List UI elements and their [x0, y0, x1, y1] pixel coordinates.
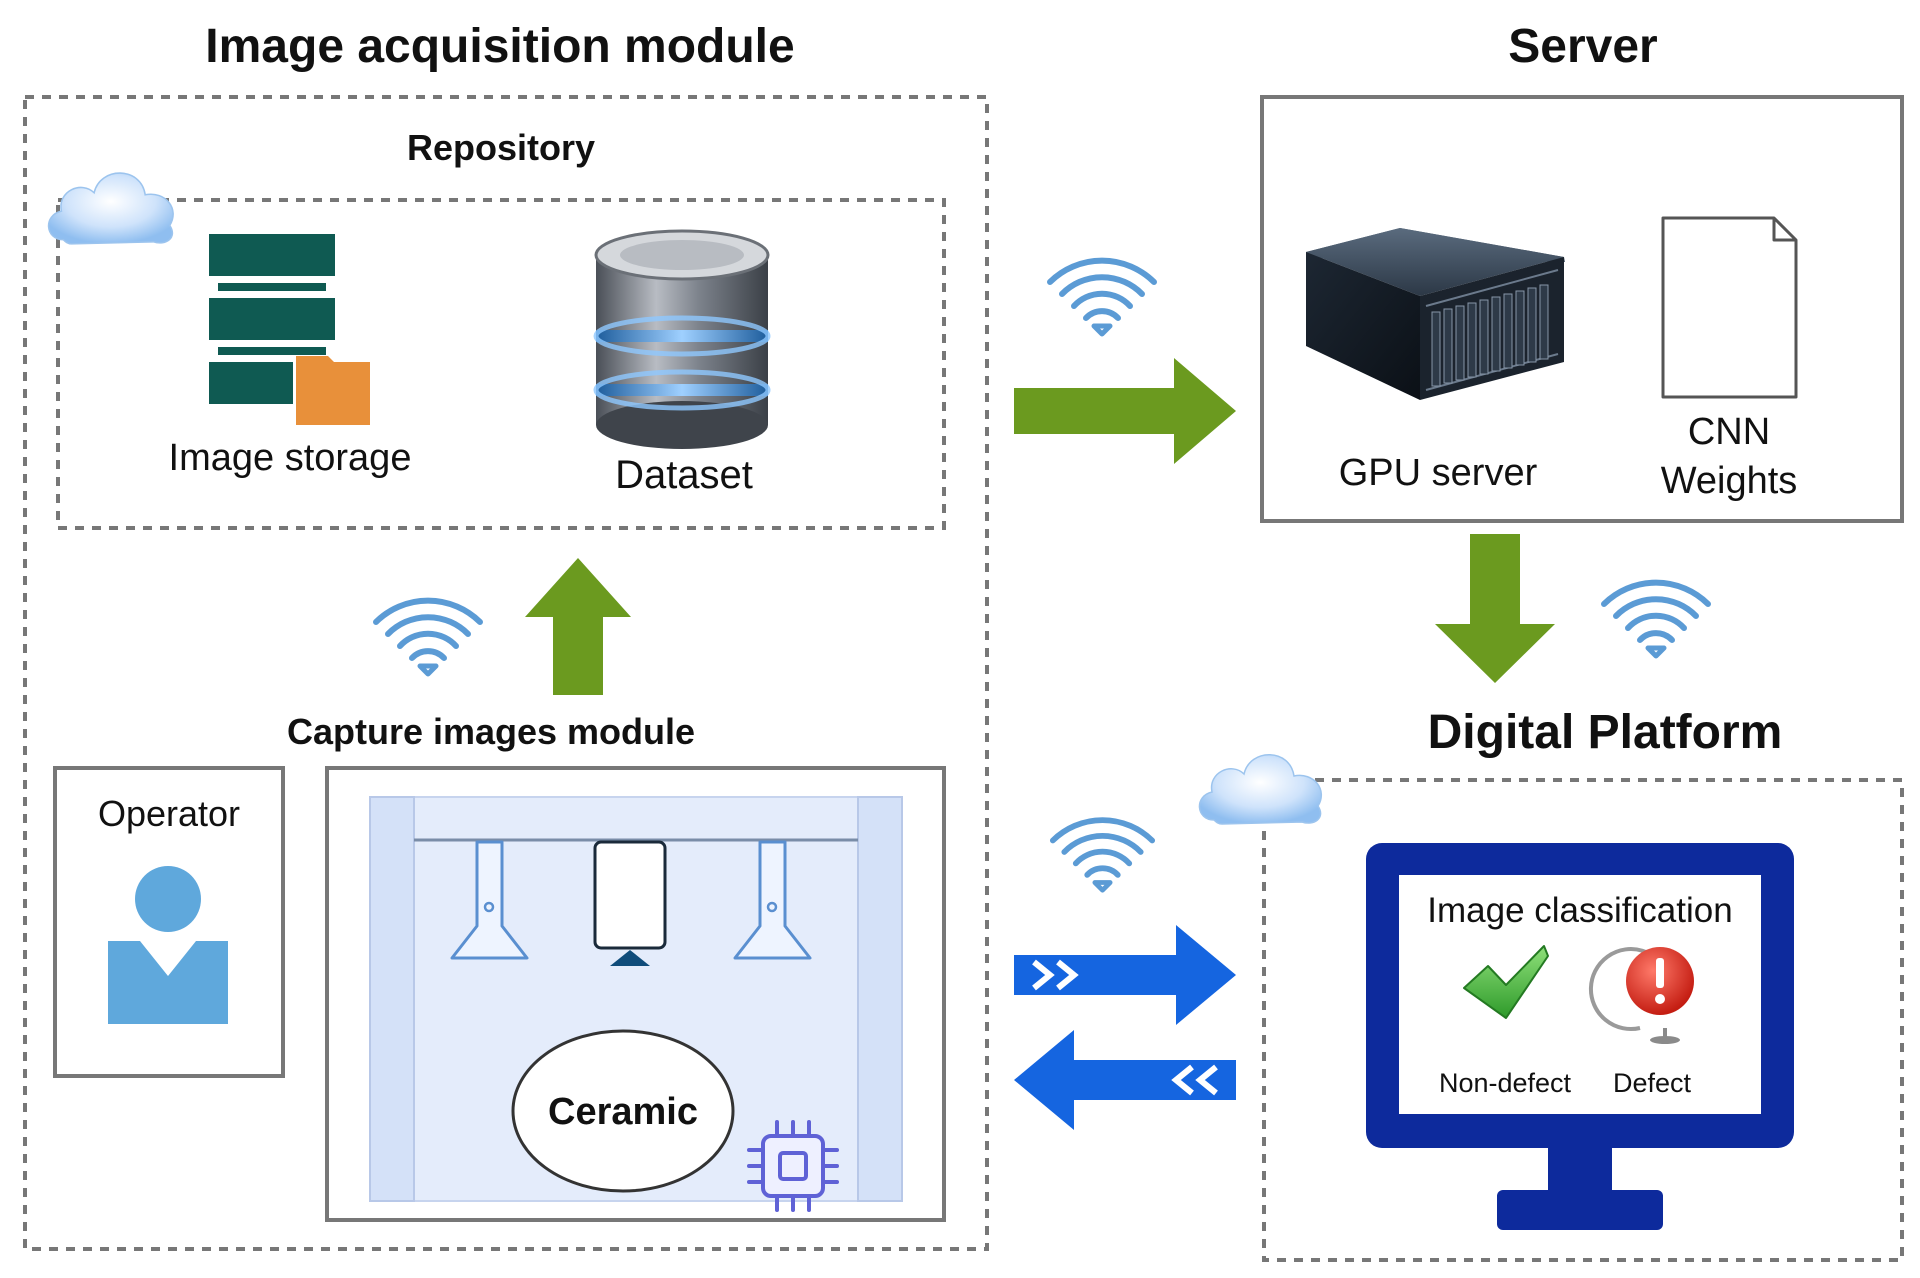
dataset-label: Dataset	[615, 453, 753, 497]
check-icon	[1463, 945, 1549, 1019]
wifi-icon-repository-to-server	[1050, 261, 1154, 334]
receive-from-platform-arrow	[1014, 1030, 1236, 1130]
gpu-server-icon	[1306, 228, 1565, 400]
defect-label: Defect	[1613, 1068, 1692, 1098]
camera-icon	[593, 840, 667, 966]
chamber-left-pillar	[369, 796, 415, 1202]
dataset-icon	[593, 229, 771, 449]
repository-title: Repository	[407, 127, 595, 168]
capture-images-module-title: Capture images module	[287, 711, 695, 752]
right-lamp-icon	[733, 840, 812, 960]
server-to-platform-arrow	[1435, 534, 1555, 683]
gpu-server-label: GPU server	[1339, 452, 1538, 494]
digital-platform-title: Digital Platform	[1428, 706, 1783, 759]
repository-cloud-icon	[47, 172, 174, 245]
image-acquisition-module-title: Image acquisition module	[205, 20, 794, 73]
image-storage-label: Image storage	[169, 437, 412, 479]
repository-frame	[56, 198, 946, 530]
digital-platform-cloud-icon	[1198, 753, 1323, 825]
chip-icon	[747, 1120, 839, 1212]
cnn-weights-label-line2: Weights	[1661, 460, 1798, 502]
image-acquisition-module-frame	[23, 95, 989, 1251]
image-storage-icon	[209, 234, 370, 425]
monitor-icon	[1366, 843, 1794, 1230]
server-title: Server	[1508, 20, 1657, 73]
ceramic-sample	[511, 1029, 735, 1193]
operator-label: Operator	[98, 793, 240, 834]
server-frame	[1260, 95, 1904, 523]
upload-arrow	[525, 558, 631, 695]
repository-to-server-arrow	[1014, 358, 1236, 464]
ceramic-label: Ceramic	[548, 1091, 698, 1133]
cnn-weights-label-line1: CNN	[1688, 411, 1770, 453]
wifi-icon-server-to-platform	[1604, 583, 1708, 656]
wifi-icon-platform-link	[1053, 820, 1152, 890]
send-to-platform-arrow	[1014, 925, 1236, 1025]
non-defect-label: Non-defect	[1439, 1068, 1572, 1098]
alert-icon	[1588, 947, 1694, 1044]
left-lamp-icon	[450, 840, 529, 960]
cnn-weights-document-icon	[1661, 216, 1798, 399]
operator-person-icon	[108, 866, 228, 1024]
image-classification-title: Image classification	[1427, 891, 1732, 930]
digital-platform-frame	[1262, 778, 1904, 1262]
wifi-icon-capture-to-repository	[376, 601, 480, 674]
chamber-right-pillar	[857, 796, 903, 1202]
